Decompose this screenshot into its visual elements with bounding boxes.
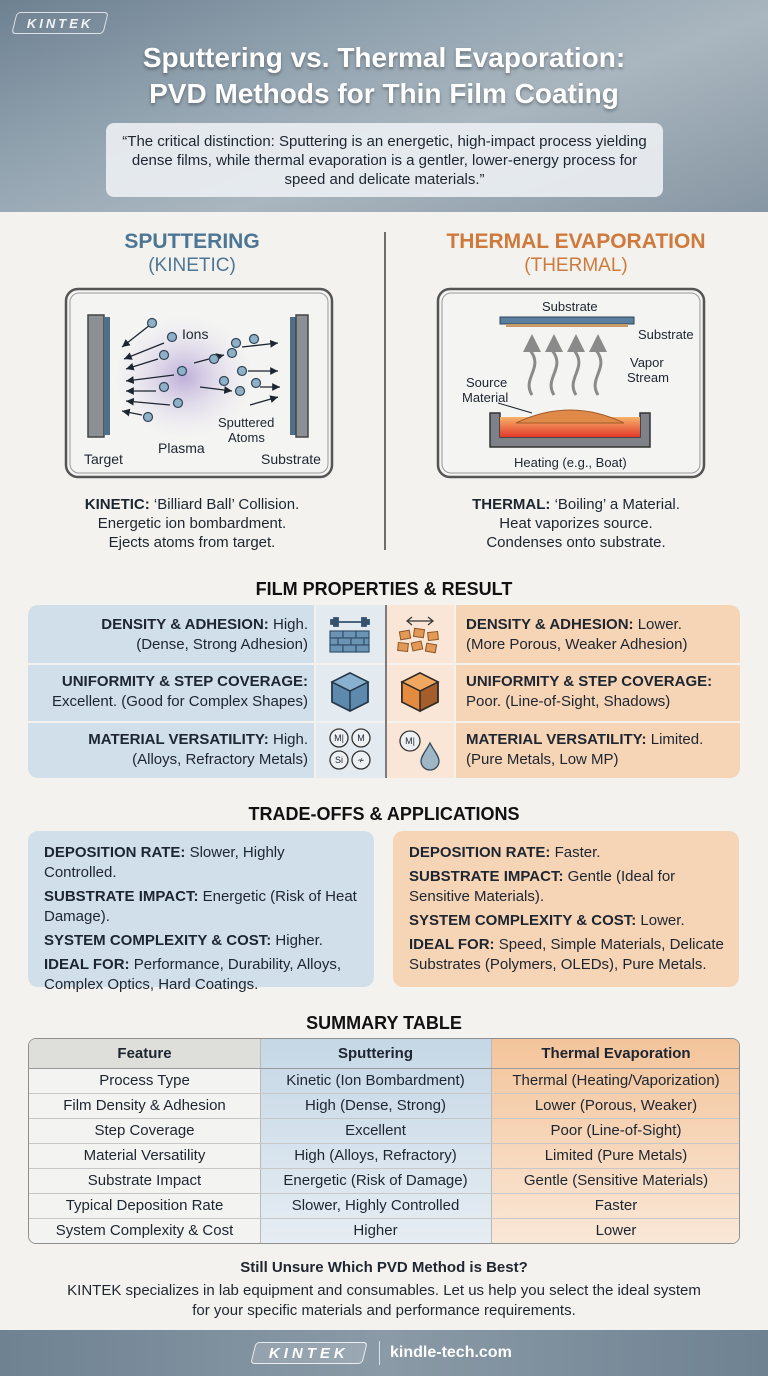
dense-bricks-icon [329,617,370,653]
sputtered-label-2: Atoms [228,430,265,445]
footer: KINTEK kindle-tech.com [0,1330,768,1376]
cta-title: Still Unsure Which PVD Method is Best? [240,1259,528,1276]
tradeoff-item: IDEAL FOR: Speed, Simple Materials, Deli… [409,936,724,973]
film-properties-panel: DENSITY & ADHESION: High. (Dense, Strong… [28,605,740,778]
metal-droplet-icon: M| [399,730,440,771]
tradeoffs-title: TRADE-OFFS & APPLICATIONS [248,804,520,824]
tradeoff-item: DEPOSITION RATE: Slower, Highly Controll… [44,844,285,881]
table-cell: Slower, Highly Controlled [291,1197,460,1214]
uniformity-evaporation: UNIFORMITY & STEP COVERAGE: Poor. (Line-… [466,673,713,710]
source-label-1: Source [466,375,507,390]
tradeoffs-evaporation: DEPOSITION RATE: Faster. SUBSTRATE IMPAC… [393,831,739,987]
kintek-logo[interactable]: KINTEK [11,12,109,34]
uniformity-sputtering: UNIFORMITY & STEP COVERAGE: Excellent. (… [52,673,308,710]
table-cell: Energetic (Risk of Damage) [283,1172,468,1189]
blue-cube-icon [330,671,370,713]
svg-text:M: M [357,733,365,743]
table-cell: Poor (Line-of-Sight) [550,1122,682,1139]
substrate-top-label: Substrate [542,299,598,314]
target-label: Target [84,451,123,467]
table-cell: Kinetic (Ion Bombardment) [286,1072,465,1089]
substrate-side-label: Substrate [638,327,694,342]
table-cell: Faster [594,1197,638,1214]
tradeoff-item: SYSTEM COMPLEXITY & COST: Higher. [44,932,323,949]
table-cell: Substrate Impact [87,1172,202,1189]
table-cell: Film Density & Adhesion [63,1097,226,1114]
density-evaporation: DENSITY & ADHESION: Lower. (More Porous,… [466,616,688,653]
table-cell: Thermal (Heating/Vaporization) [512,1072,720,1089]
evaporation-description: THERMAL: ‘Boiling’ a Material. Heat vapo… [472,496,680,551]
evaporation-title: THERMAL EVAPORATION [446,230,706,253]
svg-text:Si: Si [335,755,343,765]
sputtering-title: SPUTTERING [124,230,260,253]
tradeoffs-sputtering: DEPOSITION RATE: Slower, Highly Controll… [28,831,374,993]
footer-logo[interactable]: KINTEK [250,1342,368,1364]
website-link[interactable]: kindle-tech.com [390,1344,512,1361]
cta-text: KINTEK specializes in lab equipment and … [67,1282,701,1319]
table-cell: Material Versatility [83,1147,206,1164]
table-header-sputtering: Sputtering [338,1045,413,1062]
plasma-label: Plasma [158,440,205,456]
table-cell: High (Alloys, Refractory) [294,1147,457,1164]
title-line-1: Sputtering vs. Thermal Evaporation: [142,42,626,73]
table-cell: Excellent [345,1122,406,1139]
header-banner: KINTEK Sputtering vs. Thermal Evaporatio… [0,0,768,212]
title-line-2: PVD Methods for Thin Film Coating [149,78,619,109]
summary-title: SUMMARY TABLE [306,1013,462,1033]
heating-label: Heating (e.g., Boat) [514,455,627,470]
vapor-label-1: Vapor [630,355,664,370]
svg-text:≁: ≁ [357,755,365,765]
sputtering-subtitle: (KINETIC) [148,255,236,276]
tradeoff-item: IDEAL FOR: Performance, Durability, Allo… [44,956,342,993]
vapor-label-2: Stream [627,370,669,385]
column-divider [384,232,386,550]
table-cell: System Complexity & Cost [55,1222,234,1239]
table-cell: Higher [353,1222,398,1239]
table-cell: Step Coverage [94,1122,195,1139]
sputtering-diagram: Ions Sputtered Atoms Plasma Target Subst… [64,287,334,479]
density-sputtering: DENSITY & ADHESION: High. (Dense, Strong… [101,616,308,653]
table-cell: Typical Deposition Rate [65,1197,224,1214]
properties-divider [385,605,387,778]
evaporation-subtitle: (THERMAL) [524,255,628,276]
tradeoff-item: SYSTEM COMPLEXITY & COST: Lower. [409,912,685,929]
tradeoff-item: DEPOSITION RATE: Faster. [409,844,601,861]
sputtered-label-1: Sputtered [218,415,274,430]
substrate-label: Substrate [261,451,321,467]
table-cell: Gentle (Sensitive Materials) [523,1172,709,1189]
quote-box: “The critical distinction: Sputtering is… [106,123,663,197]
versatility-evaporation: MATERIAL VERSATILITY: Limited. (Pure Met… [466,731,704,768]
film-properties-title: FILM PROPERTIES & RESULT [255,579,513,599]
table-cell: High (Dense, Strong) [305,1097,446,1114]
materials-grid-icon: M| M Si ≁ [329,728,371,770]
quote-text: “The critical distinction: Sputtering is… [122,132,647,188]
evaporation-diagram: Substrate Substrate Vapor Stream Source … [436,287,706,479]
sputtering-description: KINETIC: ‘Billiard Ball’ Collision. Ener… [84,496,300,551]
ions-label: Ions [182,326,208,342]
source-label-2: Material [462,390,508,405]
loose-blocks-icon [397,616,439,654]
table-cell: Lower [595,1222,637,1239]
summary-table: Feature Sputtering Thermal Evaporation P… [28,1038,740,1244]
svg-text:M|: M| [334,733,344,743]
tradeoff-item: SUBSTRATE IMPACT: Gentle (Ideal for Sens… [409,868,676,905]
orange-cube-icon [400,671,440,713]
table-cell: Limited (Pure Metals) [544,1147,688,1164]
svg-text:M|: M| [405,736,415,746]
table-cell: Lower (Porous, Weaker) [534,1097,698,1114]
table-header-evaporation: Thermal Evaporation [541,1045,691,1062]
tradeoff-item: SUBSTRATE IMPACT: Energetic (Risk of Hea… [44,888,357,925]
table-cell: Process Type [99,1072,190,1089]
table-header-feature: Feature [117,1045,172,1062]
versatility-sputtering: MATERIAL VERSATILITY: High. (Alloys, Ref… [88,731,308,768]
page-title: Sputtering vs. Thermal Evaporation: PVD … [0,40,768,112]
